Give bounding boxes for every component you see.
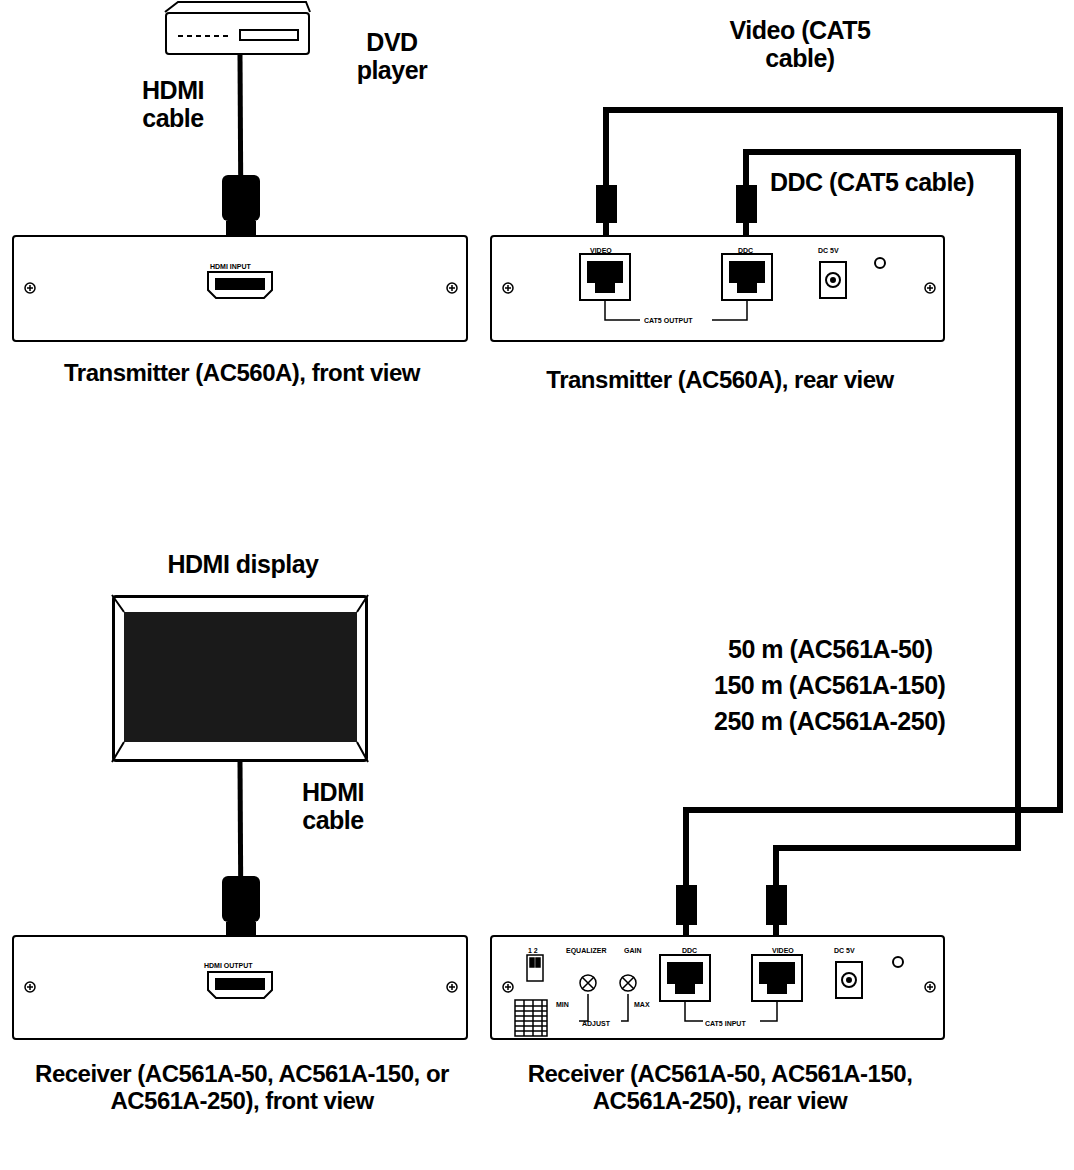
- illustration-stroke: [847, 978, 851, 982]
- illustration-stroke: [831, 278, 835, 282]
- illustration-stroke: [820, 262, 846, 298]
- illustration-stroke: [685, 1001, 777, 1021]
- illustration-stroke: [588, 262, 622, 292]
- device-heading: Receiver (AC561A-50, AC561A-150, or AC56…: [2, 1061, 482, 1115]
- illustration-stroke: [532, 1000, 534, 1036]
- port-label: 1 2: [528, 947, 538, 955]
- port-label: VIDEO: [590, 247, 612, 255]
- cable-length-label: 50 m (AC561A-50): [728, 636, 933, 664]
- illustration-stroke: [208, 972, 272, 998]
- port-label: CAT5 INPUT: [705, 1020, 746, 1028]
- illustration-stroke: [660, 955, 710, 1001]
- illustration-stroke: [668, 963, 702, 993]
- cable-connector: [240, 55, 241, 235]
- cable-length-label: 150 m (AC561A-150): [714, 672, 945, 700]
- illustration-stroke: [208, 272, 272, 298]
- illustration-stroke: [165, 2, 310, 12]
- cable-label: HDMI cable: [118, 76, 228, 132]
- illustration-stroke: [842, 973, 856, 987]
- port-label: HDMI OUTPUT: [204, 962, 253, 970]
- illustration-stroke: [527, 955, 543, 981]
- port-label: MIN: [556, 1001, 569, 1009]
- device-heading: DVD player: [337, 28, 447, 84]
- illustration-stroke: [523, 1000, 525, 1036]
- cable-label: HDMI cable: [278, 778, 388, 834]
- cable-connector: [240, 762, 241, 935]
- illustration-stroke: [722, 254, 772, 300]
- device-heading: Transmitter (AC560A), front view: [2, 360, 482, 387]
- illustration-stroke: [579, 994, 628, 1021]
- device-heading: HDMI display: [95, 550, 391, 578]
- illustration-stroke: [836, 962, 862, 998]
- port-label: MAX: [634, 1001, 650, 1009]
- illustration-stroke: [216, 279, 264, 289]
- illustration-stroke: [875, 258, 885, 268]
- illustration-stroke: [178, 35, 232, 37]
- port-label: DDC: [738, 247, 753, 255]
- port-label: DC 5V: [818, 247, 839, 255]
- port-label: EQUALIZER: [566, 947, 606, 955]
- illustration-stroke: [515, 1000, 547, 1036]
- illustration-stroke: [622, 977, 634, 989]
- illustration-stroke: [752, 955, 802, 1001]
- illustration-stroke: [536, 958, 540, 967]
- cable-label: Video (CAT5 cable): [715, 16, 885, 72]
- illustration-stroke: [620, 975, 636, 991]
- cable-connector: [606, 110, 1060, 935]
- illustration-stroke: [216, 979, 264, 989]
- illustration-stroke: [240, 30, 298, 40]
- device-panel: Transmitter (AC560A), front viewHDMI INP…: [12, 235, 468, 342]
- cat5-plugs: [596, 185, 787, 925]
- port-label: GAIN: [624, 947, 642, 955]
- receiver-controls: [515, 955, 636, 1036]
- illustration-stroke: [730, 262, 764, 292]
- port-label: DDC: [682, 947, 697, 955]
- cable-label: DDC (CAT5 cable): [770, 168, 974, 196]
- illustration-stroke: [541, 1000, 543, 1036]
- illustration-stroke: [515, 1000, 547, 1036]
- dvd-player: DVD player: [165, 12, 310, 55]
- device-panel: Receiver (AC561A-50, AC561A-150, or AC56…: [12, 935, 468, 1040]
- port-label: VIDEO: [772, 947, 794, 955]
- illustration-stroke: [760, 963, 794, 993]
- dvd-player-details: [165, 2, 310, 40]
- port-label: ADJUST: [582, 1020, 610, 1028]
- device-heading: Receiver (AC561A-50, AC561A-150, AC561A-…: [480, 1061, 960, 1115]
- illustration-stroke: [124, 612, 357, 742]
- port-label: DC 5V: [834, 947, 855, 955]
- illustration-stroke: [580, 975, 596, 991]
- port-label: HDMI INPUT: [210, 263, 251, 271]
- illustration-stroke: [530, 958, 534, 967]
- illustration-stroke: [582, 977, 594, 989]
- illustration-stroke: [112, 595, 368, 762]
- port-label: CAT5 OUTPUT: [644, 317, 692, 325]
- cable-connector: [746, 152, 1018, 935]
- device-panel: Receiver (AC561A-50, AC561A-150, AC561A-…: [490, 935, 945, 1040]
- hdmi-display: HDMI display: [112, 595, 368, 762]
- device-panel: Transmitter (AC560A), rear viewVIDEODDCD…: [490, 235, 945, 342]
- cable-length-label: 250 m (AC561A-250): [714, 708, 945, 736]
- display-screen: [112, 595, 368, 762]
- device-heading: Transmitter (AC560A), rear view: [480, 367, 960, 394]
- illustration-stroke: [580, 254, 630, 300]
- illustration-stroke: [893, 957, 903, 967]
- illustration-stroke: [826, 273, 840, 287]
